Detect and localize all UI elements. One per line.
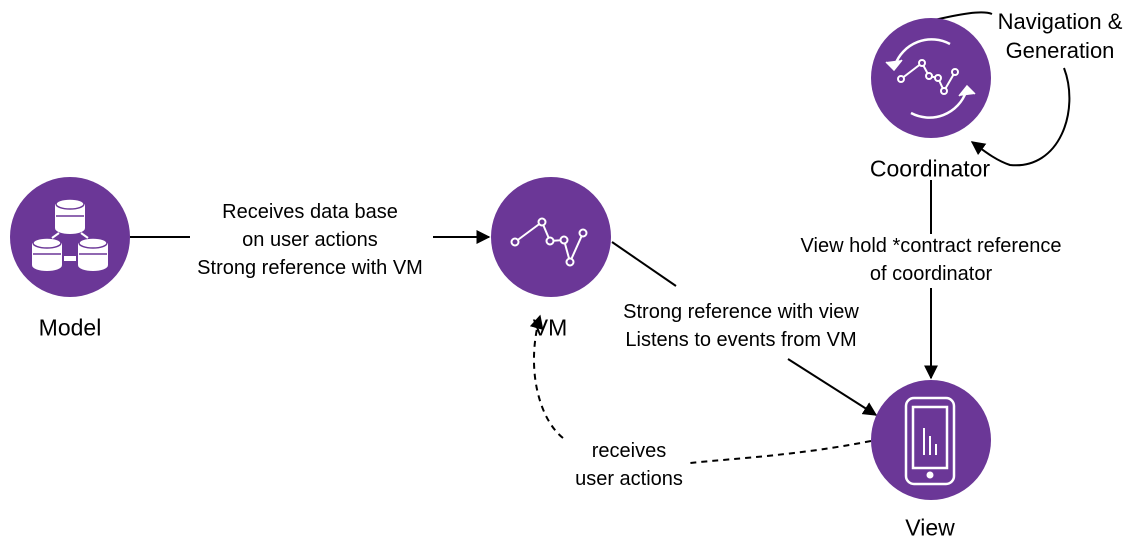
edge-label-model-to-vm: Receives data base on user actions Stron…: [197, 198, 423, 282]
node-view[interactable]: [871, 380, 991, 500]
edge-label-line: on user actions: [242, 229, 378, 251]
edge-label-line: receives: [591, 440, 667, 462]
node-coordinator[interactable]: [871, 18, 991, 138]
edge-label-line: user actions: [575, 468, 683, 490]
node-label-model: Model: [38, 314, 102, 341]
edge-label-line: Listens to events from VM: [625, 329, 857, 351]
line-chart-icon: [510, 217, 588, 267]
phone-icon: [904, 396, 956, 486]
edge-label-line: Strong reference with VM: [197, 257, 423, 279]
node-label-coordinator: Coordinator: [869, 155, 991, 182]
cycle-chart-icon: [885, 38, 976, 119]
edge-label-coordinator-to-view: View hold *contract reference of coordin…: [801, 232, 1062, 288]
edge-label-vm-to-view: Strong reference with view Listens to ev…: [623, 298, 859, 354]
edge-label-line: View hold *contract reference: [800, 235, 1062, 257]
node-vm[interactable]: [491, 177, 611, 297]
edge-vm-to-view: [611, 241, 878, 416]
edge-label-line: Receives data base: [222, 201, 398, 223]
node-model[interactable]: [10, 177, 130, 297]
node-label-vm: VM: [532, 314, 568, 341]
node-label-view: View: [905, 514, 955, 541]
edge-view-to-vm-dashed: [529, 314, 872, 464]
edge-label-line: of coordinator: [869, 263, 993, 285]
database-icon: [32, 198, 108, 271]
edge-label-line: Strong reference with view: [623, 301, 859, 323]
edge-label-line: Navigation &: [997, 9, 1123, 34]
edge-label-coordinator-self: Navigation & Generation: [998, 7, 1123, 65]
edge-label-line: Generation: [1005, 38, 1115, 63]
edge-label-view-to-vm: receives user actions: [575, 437, 683, 493]
